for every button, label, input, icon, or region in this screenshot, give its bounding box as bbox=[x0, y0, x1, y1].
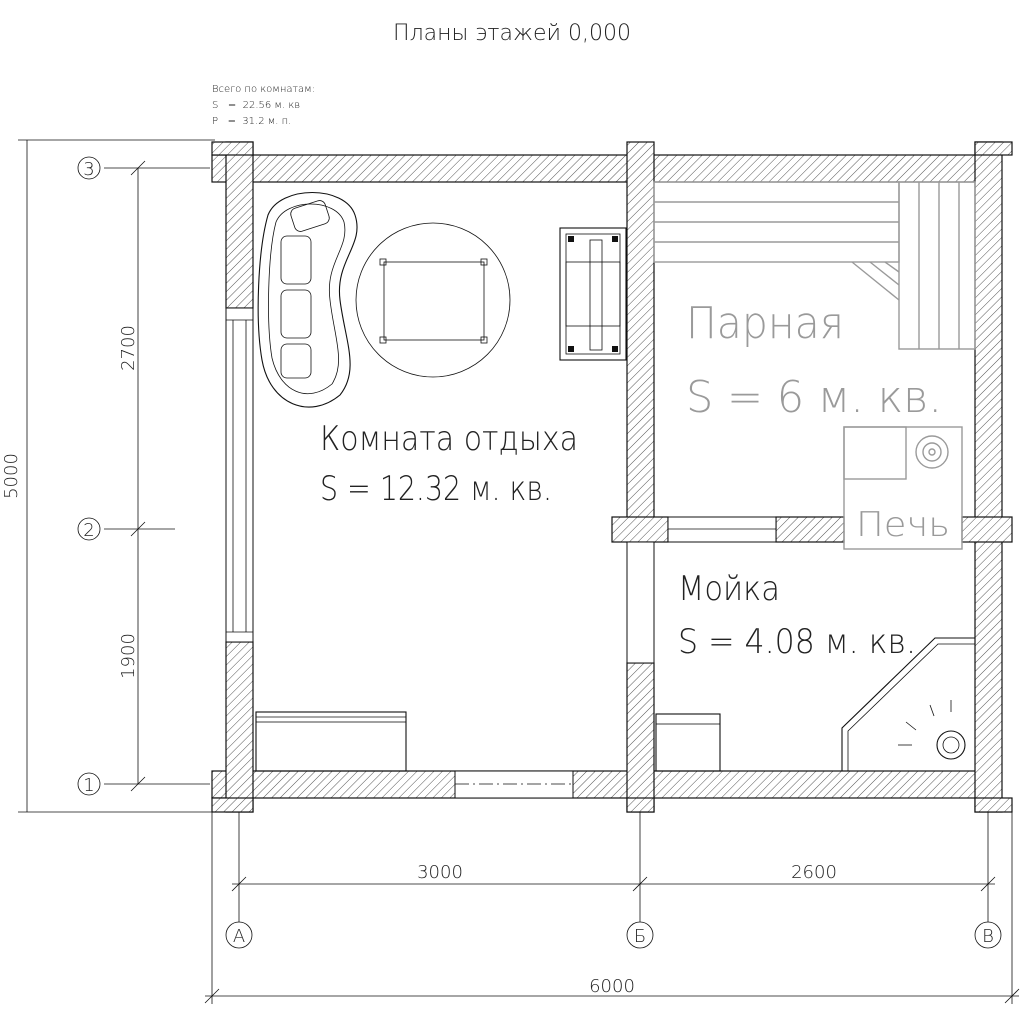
plan-title: Планы этажей 0,000 bbox=[393, 21, 631, 46]
row-axis-markers: 3 2 1 bbox=[77, 156, 101, 796]
steam-shelves-icon bbox=[653, 181, 976, 350]
wash-room-name: Мойка bbox=[678, 569, 780, 609]
axis-row-1: 1 bbox=[83, 775, 94, 796]
axis-col-v: В bbox=[982, 926, 994, 947]
dimension-total-width: 6000 bbox=[589, 976, 635, 997]
axis-col-b: Б bbox=[634, 926, 646, 947]
walls bbox=[211, 141, 1013, 813]
bench-icon bbox=[255, 711, 407, 772]
table-icon bbox=[355, 222, 511, 378]
dimension-span-bv: 2600 bbox=[791, 862, 837, 883]
rest-room-area: S = 12.32 м. кв. bbox=[320, 469, 552, 509]
sofa-icon bbox=[257, 191, 358, 408]
summary-perimeter: P = 31.2 м. п. bbox=[212, 116, 291, 127]
stove-label: Печь bbox=[856, 505, 950, 545]
openings bbox=[225, 307, 777, 799]
room-labels: Комната отдыха S = 12.32 м. кв. Парная S… bbox=[320, 298, 950, 662]
summary-heading: Всего по комнатам: bbox=[212, 84, 315, 95]
dimension-span-ab: 3000 bbox=[417, 862, 463, 883]
horizontal-dimensions: 3000 2600 6000 bbox=[204, 812, 1020, 1004]
vertical-dimensions: 5000 2700 1900 bbox=[1, 139, 215, 813]
steam-room-area: S = 6 м. кв. bbox=[686, 372, 942, 423]
steam-room-name: Парная bbox=[686, 298, 844, 349]
axis-col-a: А bbox=[233, 926, 245, 947]
axis-row-3: 3 bbox=[83, 159, 94, 180]
dimension-lower-span: 1900 bbox=[118, 633, 139, 679]
wash-room-area: S = 4.08 м. кв. bbox=[678, 622, 916, 662]
rest-room-name: Комната отдыха bbox=[320, 419, 578, 459]
column-axis-markers: А Б В bbox=[225, 921, 1002, 949]
stove-icon bbox=[843, 426, 963, 550]
shower-icon bbox=[841, 637, 975, 771]
dimension-upper-span: 2700 bbox=[118, 325, 139, 371]
tv-cabinet-icon bbox=[559, 227, 627, 361]
summary-area: S = 22.56 м. кв bbox=[212, 100, 300, 111]
dimension-total-height: 5000 bbox=[1, 453, 22, 499]
wash-bench-icon bbox=[655, 713, 721, 772]
axis-row-2: 2 bbox=[83, 520, 94, 541]
room-summary: Всего по комнатам: S = 22.56 м. кв P = 3… bbox=[212, 84, 315, 127]
